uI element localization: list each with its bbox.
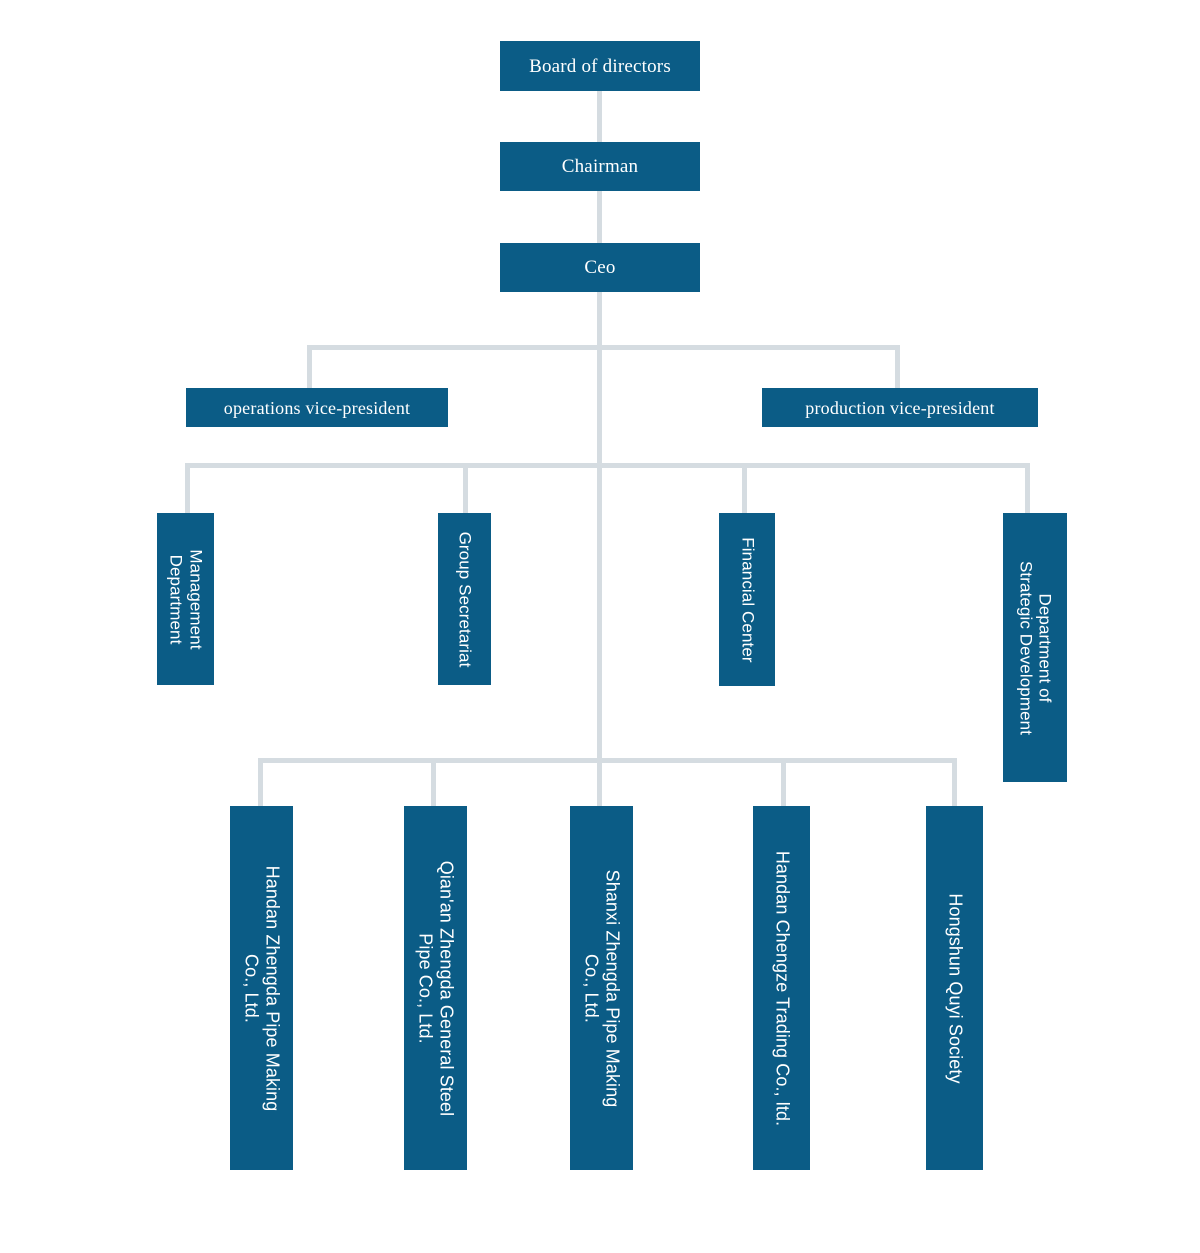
node-board-of-directors[interactable]: Board of directors <box>500 41 700 91</box>
connector-subsidiary-bus <box>258 758 955 763</box>
node-financial-center-label: Financial Center <box>737 536 757 663</box>
connector-dept-financial-drop <box>742 463 747 513</box>
node-hongshun-quyi-society[interactable]: Hongshun Quyi Society <box>926 806 983 1170</box>
connector-dept-strategic-drop <box>1025 463 1030 513</box>
connector-dept-secretariat-drop <box>463 463 468 513</box>
node-management-department[interactable]: Management Department <box>157 513 214 685</box>
node-chairman-label: Chairman <box>561 156 639 177</box>
node-qianan-zhengda-general-steel-pipe-label: Qian'an Zhengda General Steel Pipe Co., … <box>415 860 456 1116</box>
node-operations-vice-president[interactable]: operations vice-president <box>186 388 448 427</box>
node-group-secretariat-label: Group Secretariat <box>455 531 475 667</box>
connector-vp-production-drop <box>895 345 900 388</box>
node-handan-chengze-trading-label: Handan Chengze Trading Co., ltd. <box>771 850 792 1126</box>
connector-dept-management-drop <box>185 463 190 513</box>
connector-sub-handan-zhengda-drop <box>258 758 263 806</box>
node-ceo-label: Ceo <box>584 257 616 278</box>
connector-vp-operations-drop <box>307 345 312 388</box>
connector-sub-hongshun-quyi-drop <box>952 758 957 806</box>
connector-sub-handan-chengze-drop <box>781 758 786 806</box>
node-department-of-strategic-development[interactable]: Department of Strategic Development <box>1003 513 1067 782</box>
node-handan-zhengda-pipe-making-label: Handan Zhengda Pipe Making Co., Ltd. <box>241 865 282 1111</box>
connector-sub-shanxi-zhengda-drop <box>597 758 602 806</box>
node-operations-vice-president-label: operations vice-president <box>223 397 411 418</box>
node-hongshun-quyi-society-label: Hongshun Quyi Society <box>944 892 965 1084</box>
node-qianan-zhengda-general-steel-pipe[interactable]: Qian'an Zhengda General Steel Pipe Co., … <box>404 806 467 1170</box>
node-handan-chengze-trading[interactable]: Handan Chengze Trading Co., ltd. <box>753 806 810 1170</box>
node-department-of-strategic-development-label: Department of Strategic Development <box>1016 560 1055 735</box>
node-production-vice-president-label: production vice-president <box>805 397 995 418</box>
node-management-department-label: Management Department <box>166 548 205 650</box>
node-shanxi-zhengda-pipe-making[interactable]: Shanxi Zhengda Pipe Making Co., Ltd. <box>570 806 633 1170</box>
node-group-secretariat[interactable]: Group Secretariat <box>438 513 491 685</box>
node-chairman[interactable]: Chairman <box>500 142 700 191</box>
connector-board-to-chairman <box>597 90 602 145</box>
connector-chairman-to-ceo <box>597 190 602 245</box>
node-shanxi-zhengda-pipe-making-label: Shanxi Zhengda Pipe Making Co., Ltd. <box>581 869 622 1107</box>
connector-sub-qianan-zhengda-drop <box>431 758 436 806</box>
connector-ceo-spine <box>597 291 602 806</box>
node-handan-zhengda-pipe-making[interactable]: Handan Zhengda Pipe Making Co., Ltd. <box>230 806 293 1170</box>
node-financial-center[interactable]: Financial Center <box>719 513 775 686</box>
node-production-vice-president[interactable]: production vice-president <box>762 388 1038 427</box>
connector-department-bus <box>185 463 1030 468</box>
node-ceo[interactable]: Ceo <box>500 243 700 292</box>
connector-vp-bus <box>307 345 900 350</box>
node-board-of-directors-label: Board of directors <box>529 55 671 77</box>
